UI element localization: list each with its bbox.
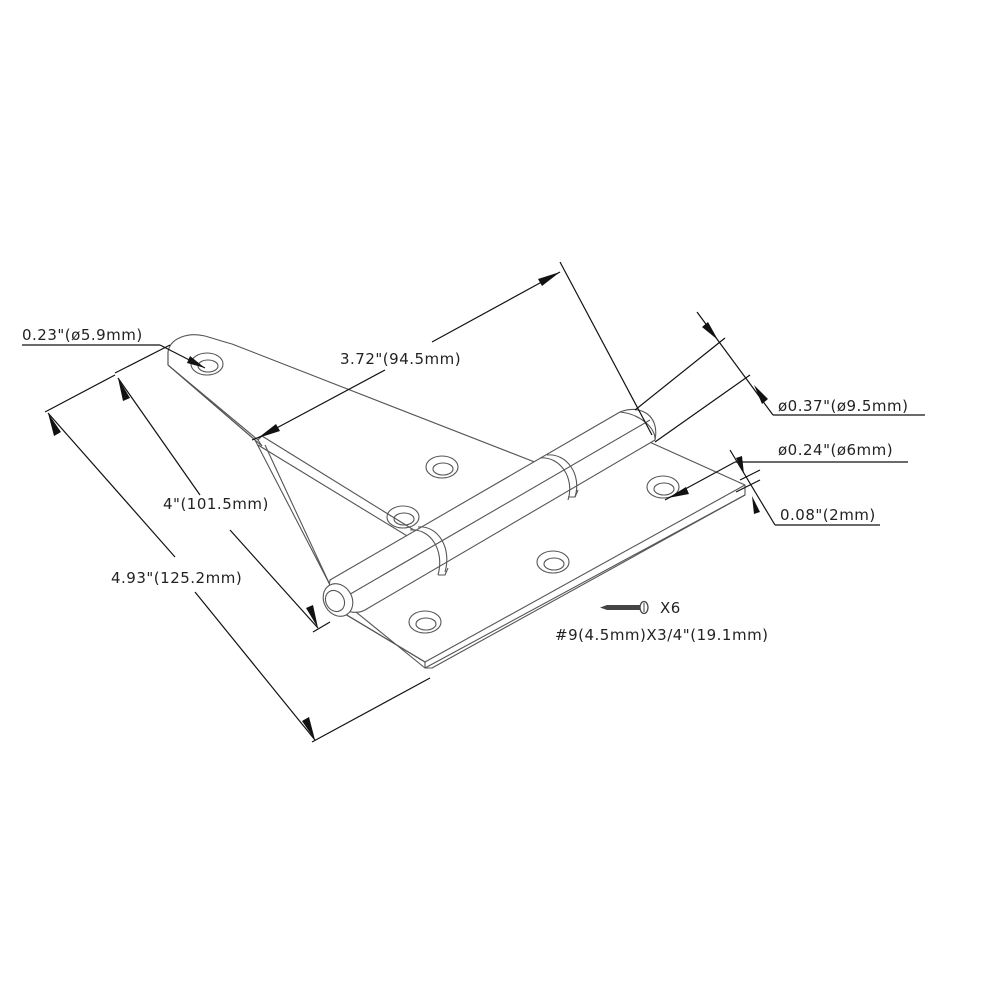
dimension-labels: 0.23"(ø5.9mm) 3.72"(94.5mm) 4"(101.5mm) … [22, 326, 908, 587]
overall-length-dimension [44, 374, 431, 743]
hole-leaf-3 [408, 610, 442, 634]
leaf-width-dimension [251, 261, 653, 441]
hole-diameter-label: 0.23"(ø5.9mm) [22, 326, 143, 344]
hole-leaf-2 [536, 550, 570, 574]
hinge-drawing [167, 334, 746, 669]
screw-spec-label: #9(4.5mm)X3/4"(19.1mm) [555, 626, 769, 644]
screw-icon [600, 600, 649, 615]
screw-quantity: X6 [660, 599, 681, 617]
knuckle-barrel [322, 408, 657, 617]
hole-strap-3 [386, 505, 420, 529]
knuckle-diameter-label: ø0.37"(ø9.5mm) [778, 397, 908, 415]
pin-diameter-label: ø0.24"(ø6mm) [778, 441, 893, 459]
dimension-lines [22, 261, 925, 743]
hole-diameter-leader [22, 344, 206, 369]
strap-length-dimension [114, 344, 331, 633]
screw-spec: X6 #9(4.5mm)X3/4"(19.1mm) [555, 599, 769, 644]
pin-diameter-dimension [664, 461, 908, 501]
hole-leaf-1 [646, 475, 680, 499]
thickness-dimension [729, 449, 880, 526]
strap-length-label: 4"(101.5mm) [163, 495, 269, 513]
thickness-label: 0.08"(2mm) [780, 506, 876, 524]
overall-length-label: 4.93"(125.2mm) [111, 569, 242, 587]
hole-strap-2 [425, 455, 459, 479]
leaf-width-label: 3.72"(94.5mm) [340, 350, 461, 368]
knuckle-diameter-dimension [634, 311, 925, 443]
